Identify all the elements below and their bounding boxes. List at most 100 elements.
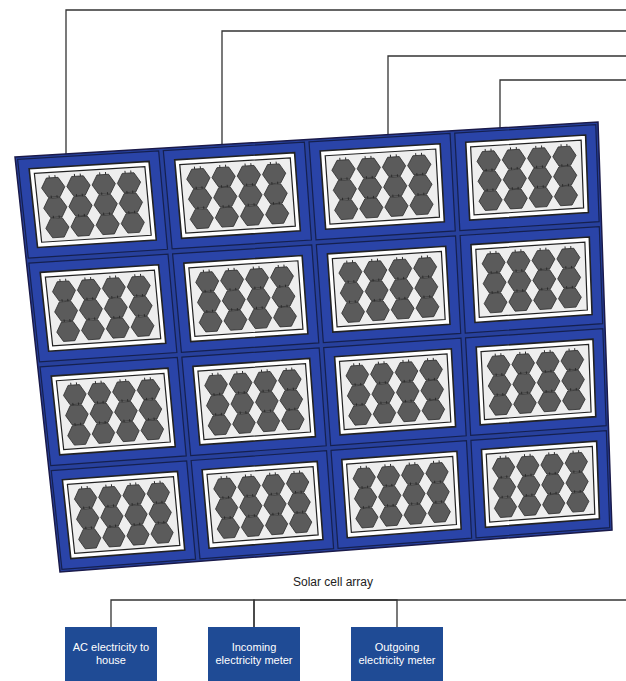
solar-panel (191, 451, 333, 559)
box-text: Incoming electricity meter (214, 641, 294, 667)
solar-cell (372, 383, 395, 403)
solar-cell (106, 318, 129, 338)
cell-tab (272, 513, 273, 515)
panel-frame (309, 133, 455, 239)
cell-tab (428, 275, 429, 277)
solar-cell (117, 173, 140, 193)
cell-tab (154, 418, 155, 420)
solar-cell (187, 168, 210, 188)
solar-cell (391, 299, 414, 319)
cell-tab (530, 454, 531, 456)
cell-tab (146, 398, 147, 400)
solar-cell (149, 503, 171, 523)
cell-tab (235, 288, 236, 290)
solar-cell (290, 513, 312, 533)
solar-cell (420, 360, 443, 380)
cell-tab (237, 308, 238, 310)
cell-tab (355, 383, 356, 385)
cell-tab (293, 388, 294, 390)
cell-tab (78, 214, 79, 216)
solar-cell (517, 456, 539, 476)
solar-cell (147, 483, 169, 503)
solar-cell (80, 300, 103, 320)
cell-tab (119, 316, 120, 318)
bus-connector (111, 600, 254, 627)
cell-tab (434, 481, 435, 483)
cell-tab (525, 474, 526, 476)
cell-tab (244, 391, 245, 393)
panel-outer-border (327, 246, 450, 332)
cell-tab (396, 154, 397, 156)
solar-cell (502, 149, 525, 169)
cell-tab (142, 294, 143, 296)
cell-tab (125, 379, 126, 381)
cell-tab (252, 183, 253, 185)
meter-box: AC electricity to house (65, 627, 157, 681)
cell-tab (491, 169, 492, 171)
cell-tab (399, 297, 400, 299)
cell-tab (383, 361, 384, 363)
solar-cell (349, 405, 371, 425)
cell-tab (486, 169, 487, 171)
solar-cell (263, 164, 286, 184)
cell-tab (286, 368, 287, 370)
cell-tab (248, 515, 249, 517)
cell-tab (390, 464, 391, 466)
cell-tab (372, 176, 373, 178)
solar-cell (82, 320, 105, 340)
cell-tab (264, 410, 265, 412)
cell-tab (247, 495, 248, 497)
cell-tab (491, 271, 492, 273)
solar-cell (358, 178, 381, 198)
meter-box: Outgoing electricity meter (351, 627, 443, 681)
solar-cell (421, 380, 444, 400)
cell-tab (139, 523, 140, 525)
cell-tab (140, 274, 141, 276)
cell-tab (271, 182, 272, 184)
cell-tab (240, 412, 241, 414)
solar-cell (416, 297, 439, 317)
cell-tab (516, 270, 517, 272)
solar-cell (507, 252, 530, 272)
cell-tab (253, 267, 254, 269)
solar-cell (77, 279, 100, 299)
cell-tab (367, 486, 368, 488)
solar-cell (205, 375, 228, 395)
cell-tab (89, 506, 90, 508)
panel-inner-border (481, 344, 591, 419)
cell-tab (228, 268, 229, 270)
cell-tab (91, 526, 92, 528)
cell-tab (433, 461, 434, 463)
panel-frame (324, 338, 466, 445)
cell-tab (212, 310, 213, 312)
cell-tab (361, 486, 362, 488)
cell-tab (84, 214, 85, 216)
cell-tab (527, 391, 528, 393)
solar-cell (246, 268, 269, 288)
cell-tab (289, 408, 290, 410)
cell-tab (268, 389, 269, 391)
panel-outer-border (193, 358, 315, 444)
cell-tab (500, 456, 501, 458)
cell-tab (134, 211, 135, 213)
solar-cell (139, 400, 162, 420)
cell-tab (378, 362, 379, 364)
cell-tab (56, 195, 57, 197)
cell-tab (417, 502, 418, 504)
cell-tab (51, 196, 52, 198)
cell-tab (130, 170, 131, 172)
solar-cell (346, 365, 369, 385)
cell-tab (410, 483, 411, 485)
panel-outer-border (184, 256, 308, 342)
cell-tab (518, 187, 519, 189)
cell-tab (144, 314, 145, 316)
cell-tab (525, 352, 526, 354)
solar-cell (207, 395, 230, 415)
cell-tab (403, 277, 404, 279)
cell-tab (134, 523, 135, 525)
cell-tab (137, 503, 138, 505)
panel-inner-border (67, 477, 179, 554)
cell-tab (526, 371, 527, 373)
panel-frame (466, 329, 607, 436)
solar-cell (365, 281, 388, 301)
